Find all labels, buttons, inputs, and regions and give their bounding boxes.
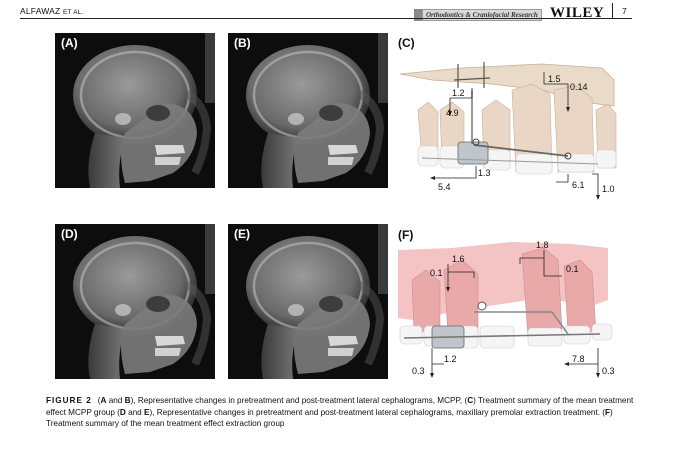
journal-name: Orthodontics & Craniofacial Research xyxy=(422,9,542,21)
caption-ref-d: D xyxy=(119,407,126,417)
figure-label: FIGURE 2 xyxy=(46,396,92,405)
panel-label-f: (F) xyxy=(398,228,414,242)
caption-text-5: and xyxy=(125,407,145,417)
cephalogram-e: (E) xyxy=(228,224,388,379)
value-f-1-8: 1.8 xyxy=(536,240,549,250)
value-c-1-5: 1.5 xyxy=(548,74,561,84)
panel-label-e: (E) xyxy=(234,227,250,241)
journal-banner: Orthodontics & Craniofacial Research xyxy=(414,9,542,21)
value-c-0-14: 0.14 xyxy=(570,82,588,92)
figure-caption: FIGURE 2(A and B), Representative change… xyxy=(46,395,634,430)
panel-label-d: (D) xyxy=(61,227,78,241)
cephalogram-d: (D) xyxy=(55,224,215,379)
treatment-diagram-mcpp: 1.2 4.9 1.5 0.14 1.3 5.4 6.1 1.0 xyxy=(399,62,617,200)
value-c-6-1: 6.1 xyxy=(572,180,585,190)
panel-label-b: (B) xyxy=(234,36,251,50)
header-rule xyxy=(20,18,632,19)
cephalogram-b-image xyxy=(228,33,388,188)
caption-ref-e: E xyxy=(144,407,150,417)
cephalogram-e-image xyxy=(228,224,388,379)
caption-ref-f: F xyxy=(605,407,611,417)
value-c-1-0: 1.0 xyxy=(602,184,615,194)
caption-text-6: ), Representative changes in pretreatmen… xyxy=(149,407,606,417)
caption-text-1: ( xyxy=(97,396,101,405)
caption-ref-c: C xyxy=(467,396,474,405)
value-f-0-3-left: 0.3 xyxy=(412,366,425,376)
caption-ref-b: B xyxy=(124,396,131,405)
cephalogram-d-image xyxy=(55,224,215,379)
value-f-7-8: 7.8 xyxy=(572,354,585,364)
page-number-separator xyxy=(612,3,613,19)
caption-ref-a: A xyxy=(100,396,107,405)
author-name: ALFAWAZ xyxy=(20,6,61,16)
running-head-author: ALFAWAZ ET AL. xyxy=(20,6,84,16)
panel-label-c: (C) xyxy=(398,36,415,50)
value-c-1-2: 1.2 xyxy=(452,88,465,98)
caption-text-4: ) Treatment summary of the mean treatmen… xyxy=(46,396,634,417)
value-f-1-6: 1.6 xyxy=(452,254,465,264)
panel-label-a: (A) xyxy=(61,36,78,50)
publisher-logo: WILEY xyxy=(550,5,605,21)
treatment-diagram-extraction: 1.6 0.1 1.8 0.1 0.3 1.2 7.8 0.3 xyxy=(398,240,615,378)
cephalogram-a-image xyxy=(55,33,215,188)
author-suffix: ET AL. xyxy=(63,9,84,16)
caption-text-3: ), Representative changes in pretreatmen… xyxy=(130,396,468,405)
value-c-5-4: 5.4 xyxy=(438,182,451,192)
cephalogram-a: (A) xyxy=(55,33,215,188)
journal-banner-tab xyxy=(414,9,422,21)
value-f-0-3-right: 0.3 xyxy=(602,366,615,376)
caption-text-2: and xyxy=(106,396,125,405)
page-number: 7 xyxy=(622,6,627,16)
value-f-0-1-right: 0.1 xyxy=(566,264,579,274)
cephalogram-b: (B) xyxy=(228,33,388,188)
caption-text-7: ) Treatment summary of the mean treatmen… xyxy=(46,407,613,429)
value-c-4-9: 4.9 xyxy=(446,108,459,118)
value-f-1-2: 1.2 xyxy=(444,354,457,364)
value-f-0-1-left: 0.1 xyxy=(430,268,443,278)
value-c-1-3: 1.3 xyxy=(478,168,491,178)
